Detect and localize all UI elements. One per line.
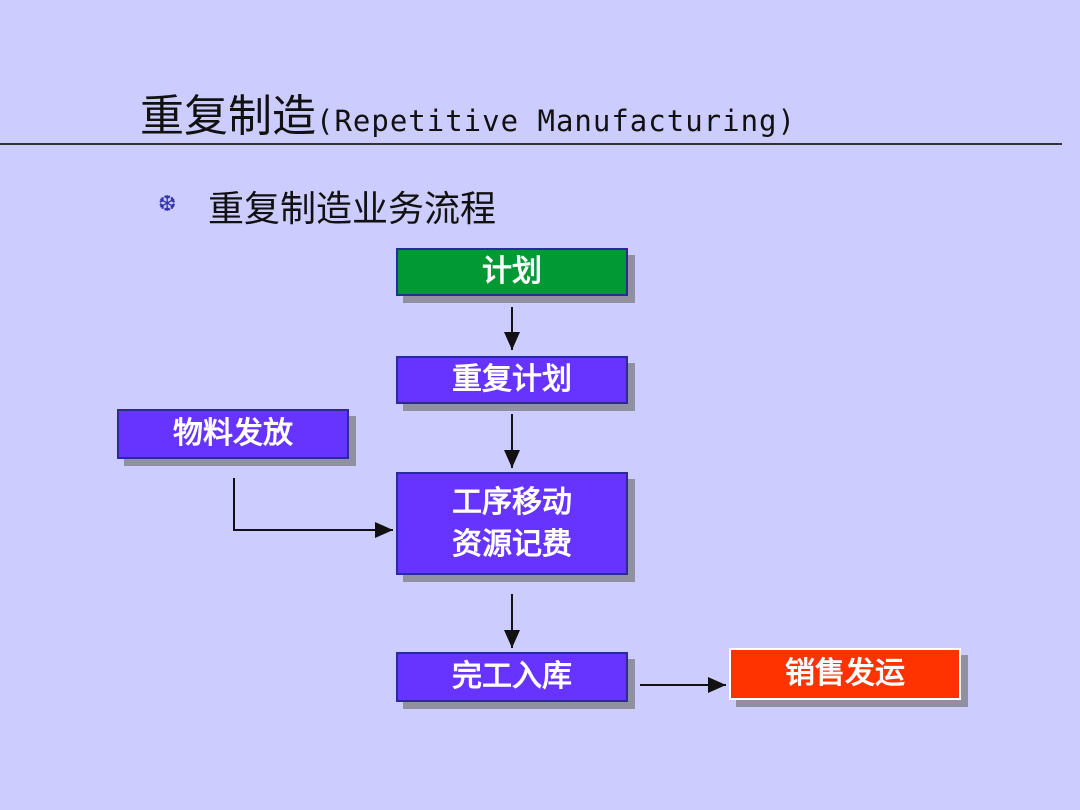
repetitive-plan-box: 重复计划 [396, 356, 628, 404]
completion-box: 完工入库 [396, 652, 628, 702]
snowflake-bullet-icon: ❆ [158, 192, 177, 217]
plan-box: 计划 [396, 248, 628, 296]
title-chinese: 重复制造 [140, 91, 316, 142]
arrow-material-to-operation [233, 478, 393, 538]
material-issue-box: 物料发放 [117, 409, 349, 459]
operation-move-box: 工序移动 资源记费 [396, 472, 628, 575]
operation-move-line1: 工序移动 [452, 484, 572, 520]
operation-move-line2: 资源记费 [452, 526, 572, 562]
section-heading: 重复制造业务流程 [208, 189, 497, 230]
sales-shipping-box: 销售发运 [729, 648, 961, 700]
title-english: (Repetitive Manufacturing) [316, 104, 796, 138]
page-title: 重复制造(Repetitive Manufacturing) [140, 80, 796, 144]
title-divider [0, 143, 1062, 145]
